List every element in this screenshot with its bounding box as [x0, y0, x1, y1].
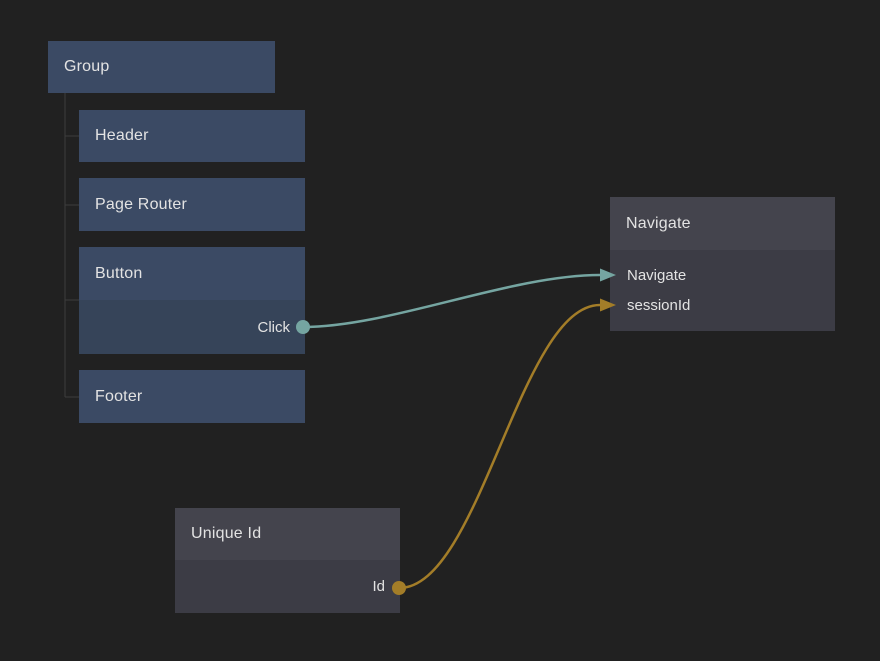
node-button[interactable]: Button Click — [79, 247, 305, 354]
node-title: Footer — [79, 370, 305, 423]
node-title: Page Router — [79, 178, 305, 231]
input-port-label: sessionId — [627, 296, 691, 314]
output-port-label: Click — [257, 318, 291, 336]
input-port-row-sessionid[interactable]: sessionId — [610, 290, 835, 320]
node-port-section: Navigate sessionId — [610, 250, 835, 331]
node-port-section: Id — [175, 560, 400, 613]
node-footer[interactable]: Footer — [79, 370, 305, 423]
node-title: Navigate — [610, 197, 835, 250]
node-port-section: Click — [79, 300, 305, 354]
node-page-router[interactable]: Page Router — [79, 178, 305, 231]
node-title: Header — [79, 110, 305, 162]
output-port-label: Id — [372, 578, 385, 595]
node-title: Unique Id — [175, 508, 400, 560]
input-port-label: Navigate — [627, 266, 687, 284]
node-navigate[interactable]: Navigate Navigate sessionId — [610, 197, 835, 331]
input-port-row-navigate[interactable]: Navigate — [610, 260, 835, 290]
output-port-row-click[interactable]: Click — [79, 300, 305, 354]
node-group[interactable]: Group — [48, 41, 275, 93]
node-title: Group — [48, 41, 275, 93]
wire-id-to-sessionid[interactable] — [398, 303, 601, 590]
node-header[interactable]: Header — [79, 110, 305, 162]
wire-click-to-navigate[interactable] — [302, 273, 601, 329]
output-port-row-id[interactable]: Id — [175, 560, 400, 613]
node-unique-id[interactable]: Unique Id Id — [175, 508, 400, 613]
tree-connector-lines — [64, 93, 79, 398]
node-title: Button — [79, 247, 305, 300]
